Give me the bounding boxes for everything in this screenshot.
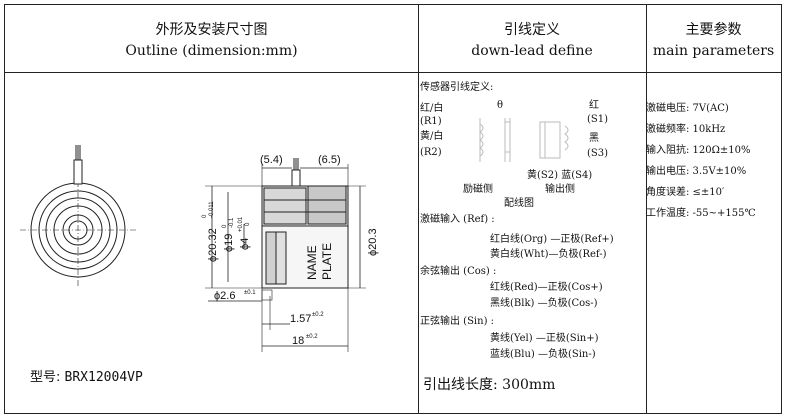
group-ref-title: 激磁输入 (Ref) : — [420, 214, 495, 225]
leads-title: 传感器引线定义: — [420, 82, 494, 93]
group-ref-line: 黄白线(Wht)—负极(Ref-) — [490, 249, 607, 260]
model-label: 型号: — [30, 370, 61, 385]
group-sin-line: 蓝线(Blu) —负极(Sin-) — [490, 349, 596, 360]
dim-tolerance: ±0.1 — [244, 290, 256, 296]
side-view — [205, 158, 366, 352]
coil-diagram — [479, 118, 569, 162]
name-plate-label: NAME — [305, 245, 319, 280]
dim-label: 1.57 — [290, 313, 311, 325]
param-item: 输出电压: 3.5V±10% — [646, 166, 747, 177]
group-cos-line: 红线(Red)—正极(Cos+) — [490, 282, 603, 293]
leads-header: 引线定义 down-lead define — [418, 5, 646, 73]
dim-tolerance: 0 — [222, 224, 228, 228]
param-item: 角度误差: ≤±10′ — [646, 187, 725, 198]
lead-r2-code: (R2) — [420, 147, 442, 158]
column-divider — [646, 5, 647, 413]
param-item: 工作温度: -55~+155℃ — [646, 208, 756, 219]
param-item: 激磁频率: 10kHz — [646, 124, 726, 135]
lead-r2: 黄/白 — [420, 131, 444, 142]
lead-length: 引出线长度: 300mm — [423, 377, 556, 393]
leads-title-en: down-lead define — [471, 43, 593, 59]
dim-label: ϕ4 — [239, 238, 251, 250]
lead-s1-code: (S1) — [587, 114, 609, 125]
dim-tolerance: ±0.2 — [306, 334, 318, 340]
dim-tolerance: -0.011 — [209, 201, 215, 218]
dim-label: ϕ2.6 — [214, 290, 235, 302]
lead-s1: 红 — [589, 100, 599, 111]
group-sin-line: 黄线(Yel) —正极(Sin+) — [490, 333, 599, 344]
name-plate-label: PLATE — [320, 243, 334, 280]
dim-label: ϕ19 — [223, 234, 235, 252]
param-item: 输入阻抗: 120Ω±10% — [646, 145, 751, 156]
dim-label: ϕ20.3 — [367, 228, 379, 256]
lead-s3: 黑 — [589, 133, 599, 144]
params-title-en: main parameters — [652, 43, 775, 59]
outline-header: 外形及安装尺寸图 Outline (dimension:mm) — [5, 5, 418, 73]
params-header: 主要参数 main parameters — [646, 5, 781, 73]
model-value: BRX12004VP — [64, 370, 143, 385]
theta-label: θ — [497, 100, 504, 111]
dim-label: (5.4) — [260, 154, 283, 166]
param-item: 激磁电压: 7V(AC) — [646, 103, 729, 114]
dim-label: (6.5) — [318, 154, 341, 166]
dim-label: 18 — [292, 335, 304, 347]
lead-r1-code: (R1) — [420, 116, 442, 127]
lead-s3-code: (S3) — [587, 148, 609, 159]
dimension-labels: (5.4) (6.5) ϕ20.32 0 -0.011 ϕ19 0 -0.1 ϕ… — [202, 154, 379, 347]
params-title-cn: 主要参数 — [685, 22, 742, 38]
leads-title-cn: 引线定义 — [504, 22, 560, 38]
group-sin-title: 正弦输出 (Sin) : — [420, 316, 495, 327]
excite-side-label: 励磁侧 — [463, 184, 493, 195]
dim-tolerance: +0.01 — [238, 216, 244, 232]
outline-drawing: (5.4) (6.5) ϕ20.32 0 -0.011 ϕ19 0 -0.1 ϕ… — [20, 145, 379, 352]
outline-title-cn: 外形及安装尺寸图 — [155, 22, 268, 38]
outline-title-en: Outline (dimension:mm) — [125, 43, 298, 59]
wiring-diagram-label: 配线图 — [504, 198, 534, 209]
lead-s2-s4: 黄(S2) 蓝(S4) — [527, 170, 593, 181]
column-divider — [418, 5, 419, 413]
dim-tolerance: ±0.2 — [312, 312, 324, 318]
output-side-label: 输出侧 — [545, 184, 575, 195]
group-cos-title: 余弦输出 (Cos) : — [420, 266, 497, 277]
front-view — [20, 145, 136, 288]
group-cos-line: 黑线(Blk) —负极(Cos-) — [490, 298, 598, 309]
dim-tolerance: 0 — [245, 222, 251, 226]
dim-tolerance: 0 — [202, 214, 208, 218]
group-ref-line: 红白线(Org) —正极(Ref+) — [490, 234, 614, 245]
dim-tolerance: -0.1 — [229, 217, 235, 228]
model-number: 型号: BRX12004VP — [30, 366, 143, 385]
lead-r1: 红/白 — [420, 103, 444, 114]
spec-sheet: 外形及安装尺寸图 Outline (dimension:mm) 引线定义 dow… — [4, 4, 782, 414]
dim-label: ϕ20.32 — [207, 228, 219, 262]
